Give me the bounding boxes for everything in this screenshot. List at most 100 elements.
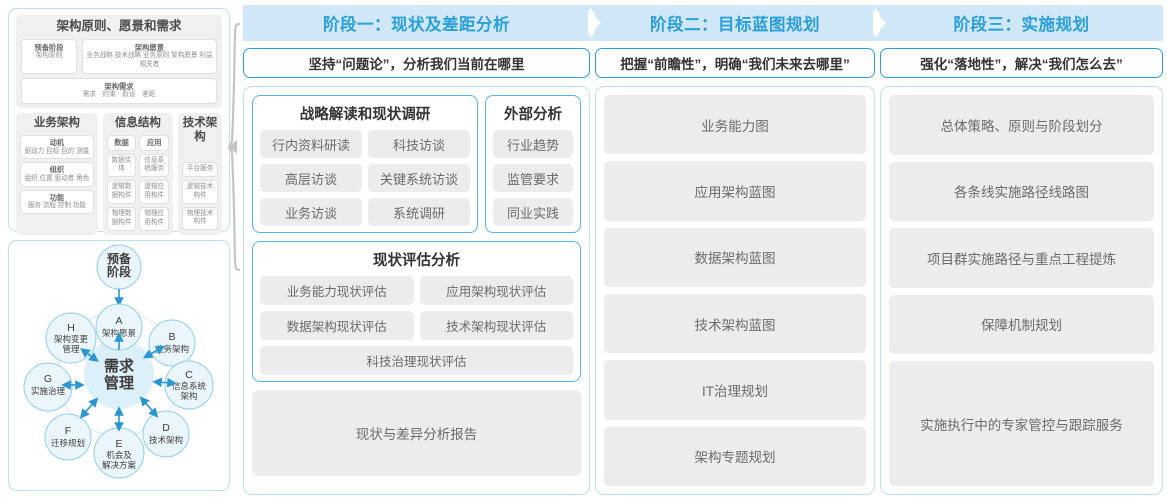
phase-column-2: 阶段二：目标蓝图规划 把握“前瞻性”，明确“我们未来去哪里” 业务能力图 应用架… bbox=[595, 5, 895, 495]
adm-node-c-label-2: 架构 bbox=[180, 391, 197, 401]
subcolumn-head-cell: 应用 bbox=[139, 135, 170, 151]
phase-3-banner: 阶段三：实施规划 bbox=[880, 5, 1163, 41]
data-subcolumn: 数据 数据实体 逻辑数据构件 物理数据构件 bbox=[106, 135, 137, 231]
phase-3-body: 总体策略、原则与阶段划分 各条线实施路径线路图 项目群实施路径与重点工程提炼 保… bbox=[880, 86, 1163, 495]
adm-node-f-letter: F bbox=[65, 425, 71, 437]
cell-head: 架构需求 bbox=[104, 81, 134, 91]
assessment-chip[interactable]: 业务能力现状评估 bbox=[260, 276, 414, 305]
principles-vision-row: 预备阶段 架构原则 架构愿景 业务战略 技术战略 业务原则 架构愿景 利益相关者 bbox=[21, 38, 217, 74]
adm-node-f[interactable] bbox=[44, 413, 92, 461]
domain-cell: 物理技术构件 bbox=[182, 206, 218, 231]
cell-sub: 逻辑应用构件 bbox=[144, 183, 165, 200]
adm-node-b[interactable] bbox=[148, 319, 196, 367]
phase-3-banner-label: 阶段三：实施规划 bbox=[953, 16, 1090, 34]
preliminary-phase-cell: 预备阶段 架构原则 bbox=[21, 38, 77, 74]
domain-cell: 逻辑技术构件 bbox=[182, 179, 218, 204]
adm-node-g-letter: G bbox=[44, 373, 52, 385]
adm-node-a-letter: A bbox=[115, 315, 122, 327]
cell-sub: 数据实体 bbox=[111, 156, 132, 173]
adm-center-label-1: 需求 bbox=[104, 357, 135, 375]
research-card: 战略解读和现状调研 行内资料研读 科技访谈 高层访谈 关键系统访谈 bbox=[252, 95, 478, 233]
implementation-chip[interactable]: 保障机制规划 bbox=[889, 294, 1154, 355]
brace-connector-icon bbox=[228, 22, 241, 272]
column-title: 业务架构 bbox=[33, 117, 80, 130]
assessment-chip[interactable]: 应用架构现状评估 bbox=[419, 276, 573, 305]
cell-sub: 物理数据构件 bbox=[111, 210, 132, 226]
research-chip[interactable]: 系统调研 bbox=[368, 198, 470, 226]
architecture-vision-cell: 架构愿景 业务战略 技术战略 业务原则 架构愿景 利益相关者 bbox=[82, 38, 217, 74]
cell-sub: 物理技术构件 bbox=[186, 209, 214, 226]
assessment-chip[interactable]: 数据架构现状评估 bbox=[260, 311, 414, 340]
external-chip[interactable]: 同业实践 bbox=[493, 198, 573, 226]
phase-column-1: 阶段一：现状及差距分析 坚持“问题论”，分析我们当前在哪里 战略解读和现状调研 … bbox=[243, 5, 610, 495]
research-chip[interactable]: 科技访谈 bbox=[368, 130, 470, 158]
adm-cycle-card: 预备 阶段 需求 管理 A 架构愿景 B 业务架构 bbox=[8, 240, 230, 491]
phase-2-banner: 阶段二：目标蓝图规划 bbox=[595, 5, 895, 41]
assessment-chip[interactable]: 科技治理现状评估 bbox=[260, 346, 573, 375]
domain-cell: 组织 组织 位置 驱动者 角色 bbox=[20, 162, 94, 187]
external-analysis-title: 外部分析 bbox=[504, 107, 562, 123]
adm-node-c-letter: C bbox=[185, 369, 193, 381]
column-title: 技术架构 bbox=[182, 117, 218, 144]
subcolumn-head-cell: 数据 bbox=[106, 135, 137, 151]
adm-node-b-label: 业务架构 bbox=[155, 344, 189, 354]
assessment-card: 现状评估分析 业务能力现状评估 应用架构现状评估 数据架构现状评估 技术架构现状… bbox=[252, 241, 581, 382]
research-chip[interactable]: 高层访谈 bbox=[260, 164, 362, 192]
information-structure-column: 信息结构 数据 数据实体 逻辑数据构件 bbox=[102, 113, 174, 235]
cell-sub: 驱动力 目标 目的 测量 bbox=[24, 147, 90, 155]
assessment-chip[interactable]: 技术架构现状评估 bbox=[419, 311, 573, 340]
implementation-chip[interactable]: 总体策略、原则与阶段划分 bbox=[889, 95, 1154, 155]
blueprint-chip[interactable]: 数据架构蓝图 bbox=[604, 227, 866, 287]
cell-head: 数据 bbox=[114, 138, 129, 148]
application-subcolumn: 应用 信息系统服务 逻辑应用构件 物理应用构件 bbox=[139, 135, 170, 231]
adm-preliminary-label-1: 预备 bbox=[107, 251, 132, 266]
architecture-principles-group: 架构原则、愿景和需求 预备阶段 架构原则 架构愿景 业务战略 技术战略 业务原则… bbox=[16, 15, 222, 109]
phase-3-subtitle: 强化“落地性”，解决“我们怎么去” bbox=[880, 48, 1163, 78]
domain-cell: 信息系统服务 bbox=[139, 153, 170, 178]
phase-1-report-chip[interactable]: 现状与差异分析报告 bbox=[252, 390, 581, 476]
group-title: 架构原则、愿景和需求 bbox=[56, 19, 182, 33]
domain-cell: 平台服务 bbox=[182, 161, 218, 177]
phase-2-banner-label: 阶段二：目标蓝图规划 bbox=[650, 16, 820, 34]
cell-sub: 逻辑数据构件 bbox=[111, 183, 132, 200]
blueprint-chip[interactable]: IT治理规划 bbox=[604, 360, 866, 420]
domain-cell: 数据实体 bbox=[106, 153, 137, 178]
phase-2-subtitle: 把握“前瞻性”，明确“我们未来去哪里” bbox=[595, 48, 875, 78]
domain-cell: 功能 服务 流程 控制 功能 bbox=[20, 189, 94, 215]
domain-cell: 动机 驱动力 目标 目的 测量 bbox=[20, 135, 94, 160]
phase-column-3: 阶段三：实施规划 强化“落地性”，解决“我们怎么去” 总体策略、原则与阶段划分 … bbox=[880, 5, 1163, 495]
adm-node-d[interactable] bbox=[142, 410, 190, 458]
research-chip[interactable]: 关键系统访谈 bbox=[368, 164, 470, 192]
research-chip[interactable]: 行内资料研读 bbox=[260, 130, 362, 158]
togaf-content-framework-card: 架构原则、愿景和需求 预备阶段 架构原则 架构愿景 业务战略 技术战略 业务原则… bbox=[8, 8, 230, 282]
architecture-domains-row: 业务架构 动机 驱动力 目标 目的 测量 组织 组织 位置 驱动者 角色 功能 bbox=[16, 113, 222, 235]
adm-node-g-label: 实施治理 bbox=[31, 386, 66, 396]
adm-center-node[interactable] bbox=[84, 339, 154, 409]
phase-1-banner-label: 阶段一：现状及差距分析 bbox=[323, 16, 510, 34]
implementation-chip[interactable]: 项目群实施路径与重点工程提炼 bbox=[889, 228, 1154, 288]
adm-node-b-letter: B bbox=[168, 331, 175, 343]
assessment-card-title: 现状评估分析 bbox=[373, 253, 460, 269]
implementation-chip[interactable]: 各条线实施路径线路图 bbox=[889, 161, 1154, 222]
phase-2-body: 业务能力图 应用架构蓝图 数据架构蓝图 技术架构蓝图 IT治理规划 架构专题规划 bbox=[595, 86, 875, 495]
cell-head: 预备阶段 bbox=[34, 42, 64, 52]
adm-node-h-letter: H bbox=[67, 322, 75, 334]
cell-head: 功能 bbox=[49, 192, 65, 202]
adm-node-h-label-2: 管理 bbox=[62, 344, 80, 354]
adm-center-label-2: 管理 bbox=[104, 374, 134, 392]
adm-node-c-label-1: 信息系统 bbox=[172, 381, 207, 391]
research-chip[interactable]: 业务访谈 bbox=[260, 198, 362, 226]
external-chip[interactable]: 行业趋势 bbox=[493, 130, 573, 158]
cell-sub: 信息系统服务 bbox=[144, 156, 165, 173]
blueprint-chip[interactable]: 应用架构蓝图 bbox=[604, 161, 866, 221]
phase-1-body: 战略解读和现状调研 行内资料研读 科技访谈 高层访谈 关键系统访谈 bbox=[243, 86, 590, 495]
blueprint-chip[interactable]: 架构专题规划 bbox=[604, 426, 866, 486]
blueprint-chip[interactable]: 业务能力图 bbox=[604, 95, 866, 155]
implementation-chip[interactable]: 实施执行中的专家管控与跟踪服务 bbox=[889, 361, 1154, 487]
external-chip[interactable]: 监管要求 bbox=[493, 164, 573, 192]
domain-cell: 逻辑数据构件 bbox=[106, 180, 137, 205]
cell-sub: 逻辑技术构件 bbox=[186, 182, 214, 199]
cell-head: 应用 bbox=[146, 138, 162, 148]
blueprint-chip[interactable]: 技术架构蓝图 bbox=[604, 293, 866, 354]
